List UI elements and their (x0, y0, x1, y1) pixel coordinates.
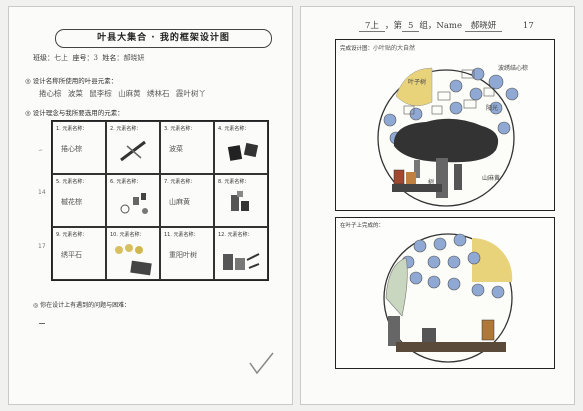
table-cell: 5. 元素名称： 槭花棕 (52, 174, 106, 227)
cell-header: 10. 元素名称： (110, 232, 145, 238)
table-cell: 12. 元素名称： (214, 227, 268, 280)
page-number: 17 (522, 21, 534, 31)
flowers-drawing (115, 244, 152, 276)
twig-drawing (120, 140, 146, 162)
table-cell: 11. 元素名称： 重阳叶树 (160, 227, 214, 280)
stones-drawing (227, 142, 259, 161)
margin-mark: 14 (38, 189, 46, 196)
cell-name: 槭花棕 (61, 198, 82, 206)
question-1: ◎ 设计名称所使用的叶县元素： (25, 77, 118, 85)
annotation-text: 叶子树 (408, 78, 426, 86)
check-mark-icon (249, 352, 274, 375)
table-cell: 2. 元素名称： (106, 121, 160, 174)
rocks-drawing (231, 191, 249, 211)
table-cell: 9. 元素名称： 绣平石 (52, 227, 106, 280)
annotation-text: 山麻黄 (482, 174, 500, 182)
answer-dash (39, 323, 45, 324)
seat-value: 3 (93, 54, 98, 62)
margin-mark: 17 (38, 243, 46, 250)
design-box-label: 完成设计图：小叶贴的大自然 (340, 45, 416, 52)
cell-header: 5. 元素名称： (56, 179, 88, 185)
annotation-text: 树 (428, 178, 434, 186)
cell-header: 6. 元素名称： (110, 179, 142, 185)
leaf-design-box: 在叶子上完成的： (335, 217, 555, 369)
question-3: ◎ 你在设计上有遇到的问题与困难： (33, 302, 131, 309)
page-title: 叶县大集合 · 我的框架设计图 (55, 29, 272, 48)
table-cell: 6. 元素名称： (106, 174, 160, 227)
nature-circle-drawing: 叶子树 波绣结心棕 阳光 树 山麻黄 (377, 64, 528, 207)
cell-header: 2. 元素名称： (110, 126, 142, 132)
name-value: 郝晓妍 (123, 54, 145, 62)
annotation-text: 波绣结心棕 (498, 64, 528, 72)
name-label: 姓名： (102, 54, 124, 62)
element-table: 1. 元素名称： 捲心棕 2. 元素名称： 3. 元素名称： 波菜 4. 元素名称：… (51, 120, 269, 281)
name-handwritten: 郝晓妍 (464, 19, 503, 32)
cell-header: 7. 元素名称： (164, 179, 196, 185)
design-title: 小叶贴的大自然 (373, 45, 416, 52)
fence-drawing (223, 253, 260, 270)
left-page: 叶县大集合 · 我的框架设计图 班级：七上 座号：3 姓名：郝晓妍 ◎ 设计名称… (8, 6, 293, 405)
cell-header: 8. 元素名称： (218, 179, 250, 185)
table-cell: 8. 元素名称： (214, 174, 268, 227)
cell-header: 1. 元素名称： (56, 126, 88, 132)
leaf-box-label: 在叶子上完成的： (340, 223, 385, 229)
margin-mark: ∽ (38, 147, 44, 154)
cell-header: 12. 元素名称： (218, 232, 253, 238)
cell-header: 9. 元素名称： (56, 232, 88, 238)
cell-name: 波菜 (169, 145, 183, 153)
student-info: 班级：七上 座号：3 姓名：郝晓妍 (33, 53, 144, 63)
class-label: 班级： (33, 54, 54, 62)
group-suffix: 组，Name (419, 21, 462, 31)
cell-header: 3. 元素名称： (164, 126, 196, 132)
cell-header: 11. 元素名称： (164, 232, 199, 238)
class-value: 七上 (54, 54, 68, 62)
group-handwritten: 5 (401, 21, 420, 32)
cell-name: 绣平石 (61, 251, 82, 259)
cell-name: 捲心棕 (61, 145, 82, 153)
design-box: 完成设计图：小叶贴的大自然 叶子树 (335, 39, 555, 211)
class-handwritten: 7上 (359, 19, 385, 32)
cell-name: 重阳叶树 (169, 251, 197, 259)
seat-label: 座号： (72, 54, 94, 62)
table-cell: 4. 元素名称： (214, 121, 268, 174)
leaf-circle-drawing (383, 233, 513, 363)
cell-header: 4. 元素名称： (218, 126, 250, 132)
pods-drawing (120, 193, 148, 214)
group-label: 第 (393, 21, 402, 31)
table-cell: 7. 元素名称： 山麻黄 (160, 174, 214, 227)
annotation-text: 阳光 (486, 104, 498, 112)
question-1-answer: 捲心棕 波菜 鼠李棕 山麻黄 绣林石 霞叶树丫 (39, 89, 206, 98)
table-cell: 10. 元素名称： (106, 227, 160, 280)
table-cell: 1. 元素名称： 捲心棕 (52, 121, 106, 174)
cell-name: 山麻黄 (169, 198, 190, 206)
question-2: ◎ 设计理念与我所要选用的元素： (25, 109, 124, 117)
table-cell: 3. 元素名称： 波菜 (160, 121, 214, 174)
